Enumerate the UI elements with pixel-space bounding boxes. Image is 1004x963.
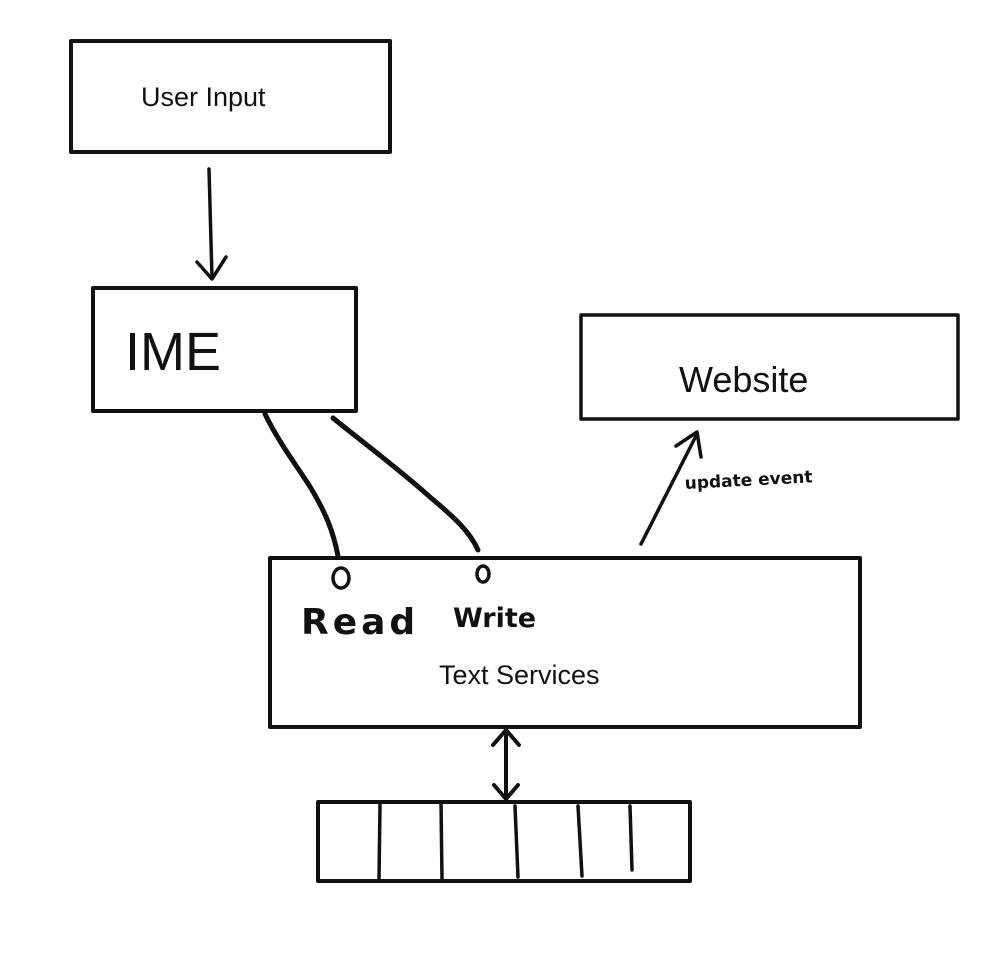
arrowhead-down [492, 783, 520, 801]
write-port-circle [475, 564, 491, 584]
text-services-node: Text Services [268, 556, 862, 729]
ime-read-connector [262, 411, 341, 559]
update-event-label: update event [684, 467, 813, 494]
buffer-cell-divider [513, 804, 520, 879]
read-port-circle [331, 566, 351, 590]
buffer-cell-divider [439, 800, 444, 881]
arrowhead-up [491, 728, 521, 747]
ime-box [91, 286, 358, 413]
bidirectional-arrow [491, 728, 521, 801]
website-node: Website [579, 313, 960, 421]
update-event-arrow: update event [639, 430, 813, 546]
ime-label: IME [125, 322, 221, 382]
write-port-label: Write [453, 603, 536, 634]
read-port-label: Read [301, 602, 419, 643]
website-label: Website [679, 359, 808, 400]
buffer-cell-divider [576, 804, 584, 878]
user-input-label: User Input [141, 82, 266, 112]
buffer-box [316, 800, 692, 883]
user-input-box [69, 39, 392, 154]
text-services-label: Text Services [439, 660, 600, 690]
write-port: Write [453, 564, 536, 634]
buffer-cell-divider [628, 804, 634, 872]
arrowhead [195, 255, 228, 281]
text-services-box [268, 556, 862, 729]
ime-node: IME [91, 286, 358, 413]
ime-write-connector [330, 415, 481, 553]
arrow-user-input-to-ime [195, 167, 228, 281]
website-box [579, 313, 960, 421]
arrowhead [674, 430, 703, 459]
buffer-node [316, 800, 692, 883]
read-port: Read [301, 566, 419, 643]
user-input-node: User Input [69, 39, 392, 154]
buffer-cell-divider [377, 803, 382, 881]
